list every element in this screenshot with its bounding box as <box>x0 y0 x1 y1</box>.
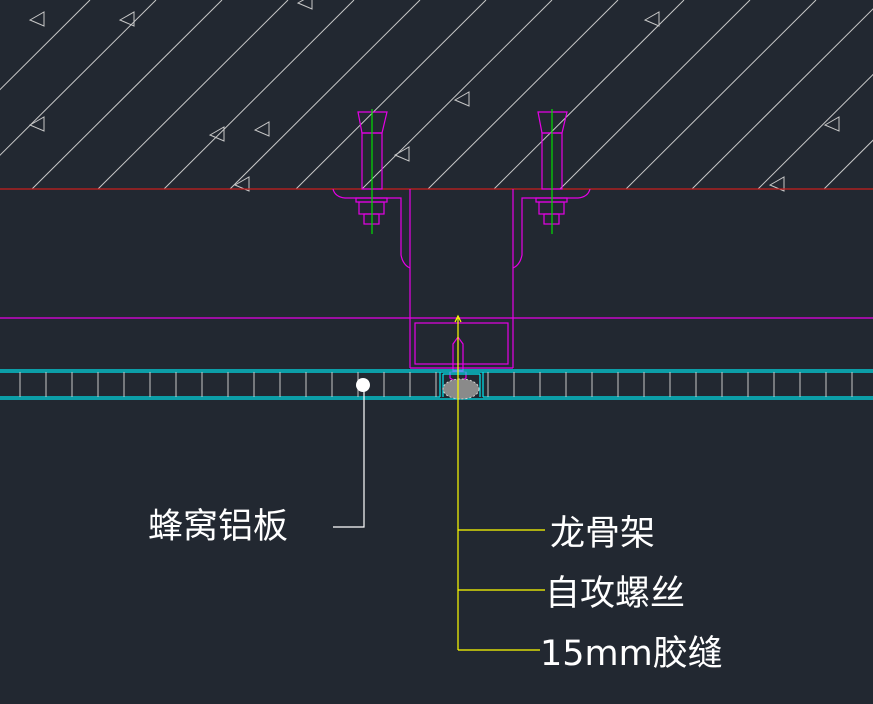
hatch-line <box>493 0 685 190</box>
concrete-aggregate-marks <box>28 0 840 192</box>
label-honeycomb-panel: 蜂窝铝板 <box>148 507 288 547</box>
aggregate-mark <box>253 121 270 137</box>
panel-leader <box>333 390 365 528</box>
hatch-line <box>229 0 421 190</box>
aggregate-mark <box>28 11 45 27</box>
aggregate-mark <box>643 11 660 27</box>
label-keel: 龙骨架 <box>550 514 655 554</box>
aggregate-mark <box>208 126 225 142</box>
aggregate-mark <box>823 116 840 132</box>
keel-channel <box>332 188 591 369</box>
hatch-line <box>163 0 355 190</box>
hatch-line <box>0 0 91 91</box>
hatch-line <box>559 0 751 190</box>
hatch-line <box>427 0 619 190</box>
aggregate-mark <box>28 116 45 132</box>
hatch-line <box>31 0 223 190</box>
aggregate-mark <box>393 146 410 162</box>
aggregate-mark <box>233 176 250 192</box>
aggregate-mark <box>118 11 135 27</box>
hatch-line <box>757 73 873 190</box>
label-screw: 自攻螺丝 <box>545 574 685 614</box>
concrete-hatch <box>0 0 873 190</box>
hatch-line <box>295 0 487 190</box>
hatch-line <box>625 0 817 190</box>
sealant-joint <box>442 378 480 400</box>
hatch-line <box>361 0 553 190</box>
yellow-leaders <box>454 314 545 651</box>
hatch-line <box>97 0 289 190</box>
aggregate-mark <box>453 91 470 107</box>
aggregate-mark <box>296 0 313 10</box>
honeycomb-panel <box>0 369 873 400</box>
hatch-line <box>691 8 873 190</box>
aggregate-mark <box>768 176 785 192</box>
hatch-line <box>0 0 157 156</box>
label-joint: 15mm胶缝 <box>540 634 723 674</box>
leader-dot <box>356 378 370 392</box>
honeycomb-cells <box>19 372 853 397</box>
hatch-line <box>823 139 873 190</box>
